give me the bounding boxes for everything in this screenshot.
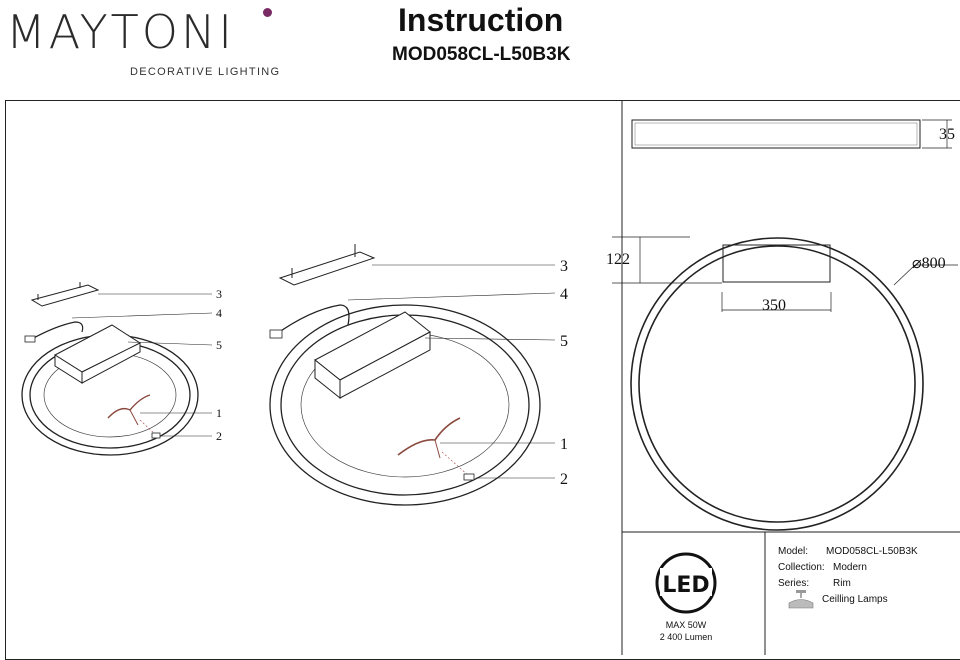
spec-key: Model: (778, 546, 809, 557)
spec-row-series: Series: Rim (778, 576, 918, 592)
small-callout-2: 2 (216, 429, 222, 443)
spec-row-type: Ceilling Lamps (778, 592, 918, 608)
side-view: 35 (631, 119, 955, 149)
spec-key: Collection: (778, 562, 825, 573)
document-model: MOD058CL-L50B3K (392, 44, 571, 65)
led-label: LED (662, 573, 709, 598)
box-height-label: 122 (606, 251, 630, 268)
document-title: Instruction (398, 2, 564, 38)
spec-value: Ceilling Lamps (822, 594, 888, 605)
led-meta: MAX 50W 2 400 Lumen (640, 619, 732, 643)
spec-row-model: Model: MOD058CL-L50B3K (778, 544, 918, 560)
led-badge: LED (655, 552, 717, 614)
ceiling-lamp-icon (788, 590, 814, 609)
large-assembly: 3 4 5 1 2 (269, 244, 568, 506)
spec-value: Modern (833, 562, 867, 573)
front-view: 350 122 ⌀800 (606, 236, 958, 531)
spec-row-collection: Collection: Modern (778, 560, 918, 576)
large-callout-5: 5 (560, 333, 568, 350)
small-callout-4: 4 (216, 306, 222, 320)
logo-dot (263, 8, 272, 17)
diameter-label: ⌀800 (912, 255, 946, 272)
lumen-output: 2 400 Lumen (659, 632, 713, 642)
spec-value: MOD058CL-L50B3K (826, 546, 918, 557)
spec-key: Series: (778, 578, 810, 589)
large-callout-4: 4 (560, 286, 568, 303)
spec-value: Rim (833, 578, 851, 589)
box-width-label: 350 (762, 297, 786, 314)
max-power: MAX 50W (665, 620, 707, 630)
spec-table: Model: MOD058CL-L50B3K Collection: Moder… (778, 544, 918, 608)
brand-logo: MAYTONI (6, 6, 286, 58)
large-callout-3: 3 (560, 258, 568, 275)
small-assembly: 3 4 5 1 2 (21, 282, 222, 456)
large-callout-2: 2 (560, 471, 568, 488)
brand-subtitle: DECORATIVE LIGHTING (130, 66, 281, 78)
small-callout-1: 1 (216, 406, 222, 420)
large-callout-1: 1 (560, 436, 568, 453)
small-callout-5: 5 (216, 338, 222, 352)
height-label: 35 (939, 126, 955, 143)
brand-name: MAYTONI (6, 5, 235, 59)
small-callout-3: 3 (216, 287, 222, 301)
